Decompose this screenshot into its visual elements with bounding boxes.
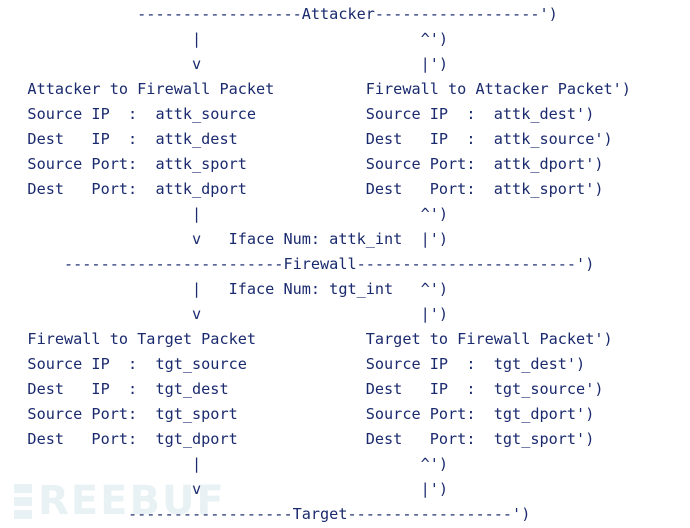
packet-field-line: Dest IP : attk_dest Dest IP : attk_sourc… bbox=[0, 130, 613, 148]
packet-title-line: Attacker to Firewall Packet Firewall to … bbox=[0, 80, 631, 98]
firewall-header-line: ------------------------Firewall--------… bbox=[0, 255, 595, 273]
connector-line: | ^') bbox=[0, 205, 449, 223]
attacker-header-line: ------------------Attacker--------------… bbox=[0, 5, 558, 23]
connector-line: v |') bbox=[0, 480, 449, 498]
packet-field-line: Source IP : tgt_source Source IP : tgt_d… bbox=[0, 355, 586, 373]
packet-field-line: Dest IP : tgt_dest Dest IP : tgt_source'… bbox=[0, 380, 604, 398]
connector-line: v |') bbox=[0, 305, 449, 323]
packet-title-line: Firewall to Target Packet Target to Fire… bbox=[0, 330, 613, 348]
target-header-line: ------------------Target----------------… bbox=[0, 505, 531, 523]
iface-line-attacker: v Iface Num: attk_int |') bbox=[0, 230, 449, 248]
iface-line-target: | Iface Num: tgt_int ^') bbox=[0, 280, 449, 298]
packet-field-line: Source Port: attk_sport Source Port: att… bbox=[0, 155, 604, 173]
connector-line: | ^') bbox=[0, 455, 449, 473]
connector-line: v |') bbox=[0, 55, 449, 73]
packet-field-line: Source Port: tgt_sport Source Port: tgt_… bbox=[0, 405, 595, 423]
connector-line: | ^') bbox=[0, 30, 449, 48]
packet-field-line: Dest Port: tgt_dport Dest Port: tgt_spor… bbox=[0, 430, 595, 448]
packet-field-line: Dest Port: attk_dport Dest Port: attk_sp… bbox=[0, 180, 604, 198]
packet-field-line: Source IP : attk_source Source IP : attk… bbox=[0, 105, 595, 123]
